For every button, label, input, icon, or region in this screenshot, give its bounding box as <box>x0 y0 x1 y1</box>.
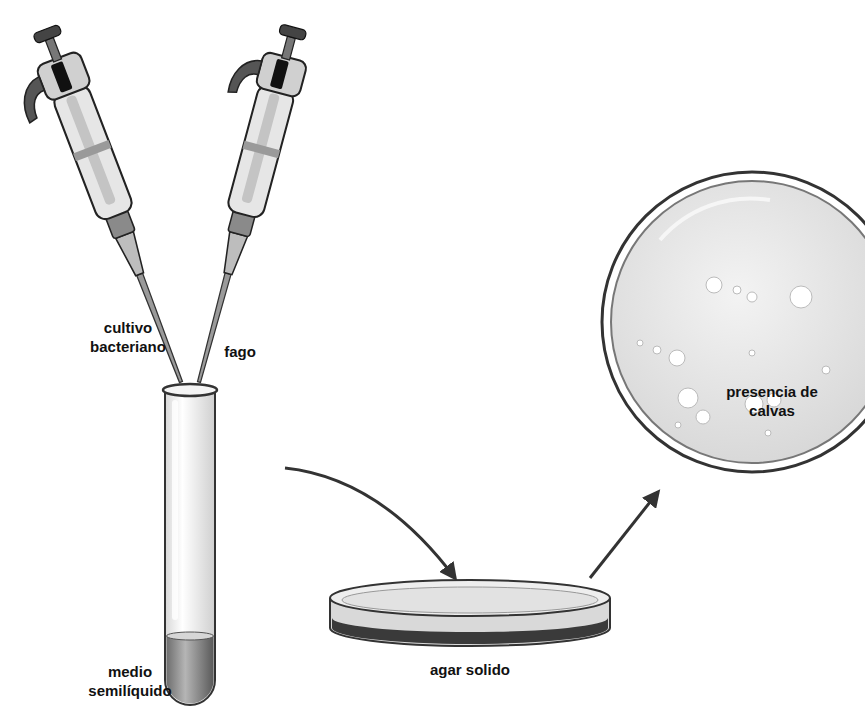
test-tube <box>163 384 217 705</box>
label: medio semilíquido <box>75 662 185 700</box>
label: fago <box>210 342 270 361</box>
label: agar solido <box>410 660 530 679</box>
plaque-plate <box>602 172 865 472</box>
label: cultivo bacteriano <box>83 318 173 356</box>
agar-plate <box>330 580 610 646</box>
label: presencia de calvas <box>722 382 822 420</box>
arrow <box>285 468 455 578</box>
pipette-left <box>0 21 202 400</box>
arrow <box>590 492 658 578</box>
pipette-right <box>153 15 315 388</box>
